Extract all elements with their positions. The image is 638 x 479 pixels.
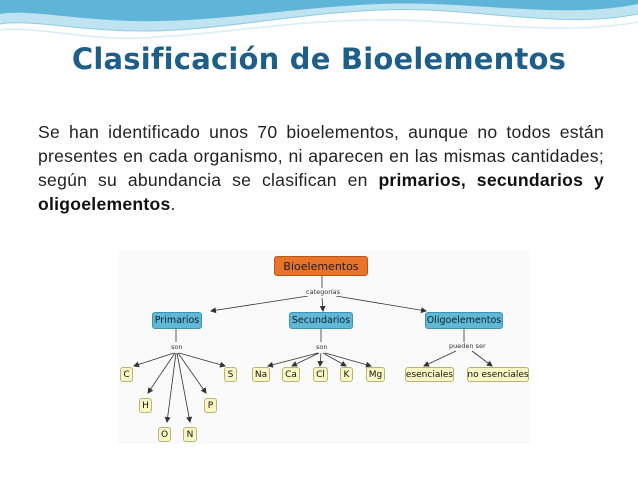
body-text-end: . [170,194,176,214]
leaf-na: Na [252,367,270,382]
node-oligoelementos: Oligoelementos [425,312,503,329]
link-label-son-secundarios: son [315,343,329,351]
body-text-bold: primarios, secundarios y oligoelementos [38,170,604,214]
leaf-esenciales: esenciales [405,367,454,382]
link-label-son-primarios: son [170,343,184,351]
link-label-categorias: categorías [305,288,342,296]
leaf-s: S [224,367,237,382]
concept-map: Bioelementos categorías Primarios Secund… [118,250,530,444]
leaf-p: P [204,398,217,413]
body-paragraph: Se han identificado unos 70 bioelementos… [38,120,604,216]
leaf-ca: Ca [282,367,300,382]
leaf-n: N [183,427,197,442]
concept-map-connectors [133,276,493,423]
leaf-no-esenciales: no esenciales [467,367,529,382]
leaf-cl: Cl [313,367,328,382]
leaf-c: C [120,367,133,382]
link-label-pueden-ser: pueden ser [448,342,487,350]
header-wave-decoration [0,0,638,39]
leaf-k: K [340,367,353,382]
slide-title: Clasificación de Bioelementos [71,42,567,76]
node-primarios: Primarios [152,312,202,329]
leaf-mg: Mg [366,367,385,382]
node-secundarios: Secundarios [289,312,353,329]
node-bioelementos: Bioelementos [274,256,368,276]
leaf-o: O [158,427,171,442]
body-text-plain: Se han identificado unos 70 bioelementos… [38,122,604,190]
leaf-h: H [139,398,152,413]
